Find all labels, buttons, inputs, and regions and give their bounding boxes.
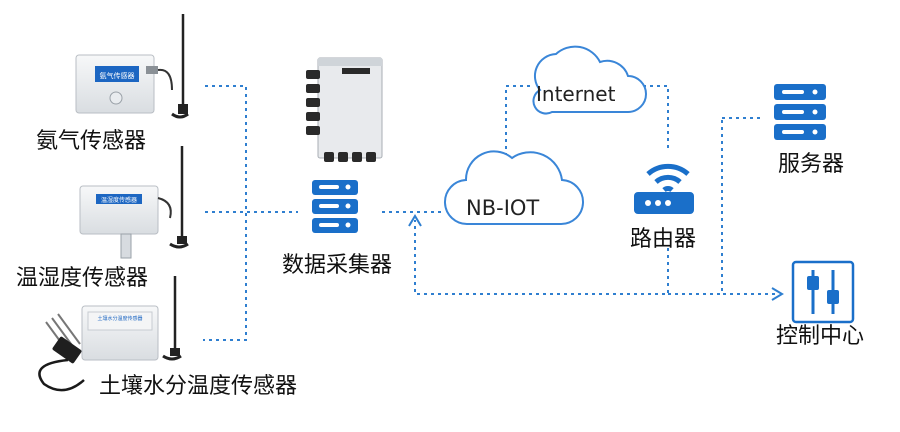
router-label: 路由器 bbox=[630, 227, 697, 252]
server-to-control-line bbox=[721, 120, 776, 295]
ammonia-sensor-label: 氨气传感器 bbox=[36, 129, 147, 154]
server-label: 服务器 bbox=[778, 152, 845, 177]
router-bus-line bbox=[414, 220, 669, 295]
control-center-label: 控制中心 bbox=[776, 324, 865, 349]
collector-label: 数据采集器 bbox=[282, 253, 393, 278]
nbiot-cloud-shape bbox=[444, 150, 584, 226]
svg-text:温湿度传感器: 温湿度传感器 bbox=[101, 196, 137, 204]
nbiot-to-internet-line bbox=[505, 85, 533, 156]
internet-label: Internet bbox=[536, 82, 616, 106]
ammonia-sensor-image: 氨气传感器 bbox=[75, 14, 189, 119]
connector-lines bbox=[203, 85, 776, 341]
data-collector-device-image bbox=[306, 57, 383, 162]
router-icon bbox=[634, 163, 694, 214]
arrow-right-to-control bbox=[771, 287, 784, 301]
control-sliders-icon bbox=[791, 260, 855, 324]
temp-humidity-sensor-label: 温湿度传感器 bbox=[16, 266, 149, 291]
ammonia-to-bus-line bbox=[203, 85, 247, 341]
internet-cloud-shape bbox=[532, 45, 647, 115]
server-stack-icon bbox=[774, 84, 826, 140]
soil-moisture-sensor-label: 土壤水分温度传感器 bbox=[99, 374, 298, 399]
internet-to-router-line bbox=[643, 85, 669, 148]
nbiot-label: NB-IOT bbox=[466, 196, 540, 220]
svg-text:土壤水分温度传感器: 土壤水分温度传感器 bbox=[97, 315, 142, 322]
soil-moisture-sensor-image: 土壤水分温度传感器 bbox=[38, 276, 182, 392]
collector-server-icon bbox=[312, 180, 358, 233]
temp-humidity-sensor-image: 温湿度传感器 bbox=[79, 146, 189, 259]
arrow-up-to-collector bbox=[408, 214, 422, 227]
svg-text:氨气传感器: 氨气传感器 bbox=[100, 71, 135, 80]
